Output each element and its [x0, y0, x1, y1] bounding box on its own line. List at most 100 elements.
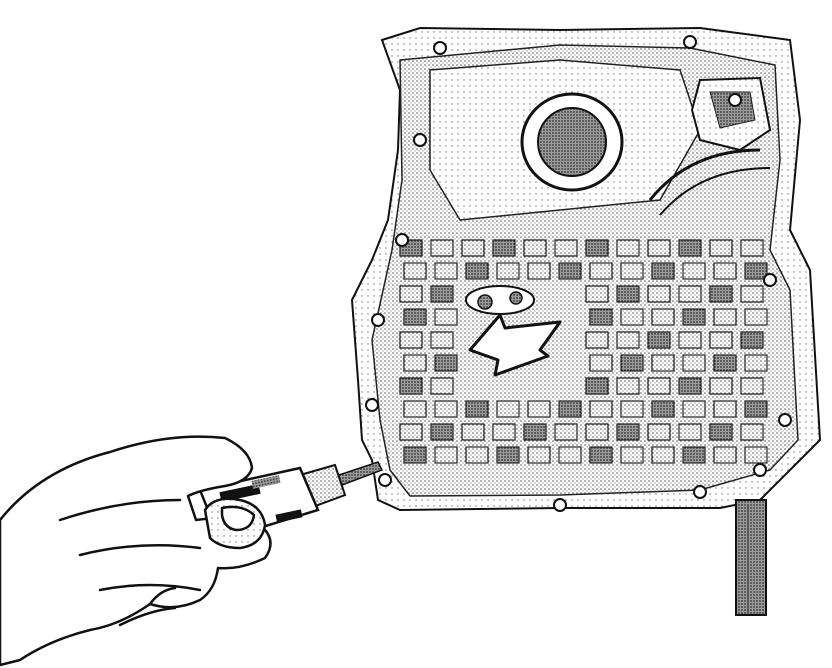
- grid-cell: [713, 446, 737, 464]
- grid-cell: [434, 354, 458, 372]
- grid-cell: [430, 239, 454, 257]
- bolt-hole: [728, 93, 742, 107]
- grid-cell: [620, 446, 644, 464]
- grid-cell: [558, 446, 582, 464]
- grid-cell: [713, 262, 737, 280]
- direction-arrow-icon: [468, 313, 562, 377]
- grid-cell: [399, 423, 423, 441]
- bolt-hole: [395, 233, 409, 247]
- grid-cell: [651, 354, 675, 372]
- grid-cell: [709, 239, 733, 257]
- engine-block-housing-icon: [350, 26, 822, 512]
- grid-cell: [616, 423, 640, 441]
- grid-cell: [527, 446, 551, 464]
- grid-cell: [678, 423, 702, 441]
- grid-cell: [647, 331, 671, 349]
- grid-cell: [461, 239, 485, 257]
- grid-cell: [496, 446, 520, 464]
- grid-cell: [744, 262, 768, 280]
- grid-cell: [465, 400, 489, 418]
- grid-cell: [434, 308, 458, 326]
- bolt-hole: [693, 485, 707, 499]
- grid-cell: [682, 308, 706, 326]
- grid-cell: [647, 285, 671, 303]
- grid-cell: [403, 262, 427, 280]
- support-rod-icon: [735, 499, 767, 616]
- grid-cell: [523, 239, 547, 257]
- grid-cell: [678, 331, 702, 349]
- bolt-hole: [365, 398, 379, 412]
- grid-cell: [585, 423, 609, 441]
- grid-cell: [709, 331, 733, 349]
- grid-cell: [682, 446, 706, 464]
- grid-cell: [678, 285, 702, 303]
- bolt-hole: [753, 463, 767, 477]
- grid-cell: [589, 262, 613, 280]
- grid-cell: [713, 354, 737, 372]
- grid-cell: [585, 239, 609, 257]
- bolt-hole: [433, 41, 447, 55]
- grid-cell: [496, 400, 520, 418]
- grid-cell: [744, 446, 768, 464]
- grid-cell: [678, 377, 702, 395]
- grid-cell: [403, 400, 427, 418]
- grid-cell: [682, 262, 706, 280]
- bolt-hole: [683, 35, 697, 49]
- grid-cell: [616, 285, 640, 303]
- bolt-hole: [553, 498, 567, 512]
- grid-cell: [403, 354, 427, 372]
- grid-cell: [589, 446, 613, 464]
- grid-cell: [492, 423, 516, 441]
- grid-cell: [620, 354, 644, 372]
- grid-cell: [651, 262, 675, 280]
- grid-cell: [647, 377, 671, 395]
- grid-cell: [647, 423, 671, 441]
- grid-cell: [651, 446, 675, 464]
- bolt-hole: [413, 133, 427, 147]
- grid-cell: [523, 423, 547, 441]
- grid-cell: [651, 308, 675, 326]
- grid-cell: [492, 239, 516, 257]
- grid-cell: [430, 331, 454, 349]
- grid-cell: [430, 285, 454, 303]
- grid-cell: [709, 423, 733, 441]
- grid-cell: [682, 400, 706, 418]
- grid-cell: [554, 239, 578, 257]
- grid-cell: [740, 239, 764, 257]
- grid-cell: [434, 400, 458, 418]
- grid-cell: [399, 377, 423, 395]
- grid-cell: [744, 308, 768, 326]
- grid-cell: [682, 354, 706, 372]
- hand-icon: [0, 435, 272, 667]
- grid-cell: [434, 262, 458, 280]
- grid-cell: [589, 354, 613, 372]
- grid-cell: [620, 308, 644, 326]
- grid-cell: [554, 423, 578, 441]
- grid-cell: [430, 377, 454, 395]
- bolt-holes: [365, 35, 792, 512]
- grid-cell: [589, 400, 613, 418]
- grid-cell: [558, 262, 582, 280]
- grid-cell: [651, 400, 675, 418]
- grid-cell: [740, 331, 764, 349]
- bolt-hole: [371, 313, 385, 327]
- grid-cell: [713, 400, 737, 418]
- grid-cell: [709, 377, 733, 395]
- cell-grid: [399, 239, 768, 464]
- grid-cell: [558, 400, 582, 418]
- port-boss: [465, 285, 535, 315]
- grid-cell: [434, 446, 458, 464]
- grid-cell: [585, 377, 609, 395]
- grid-cell: [399, 285, 423, 303]
- grid-cell: [744, 354, 768, 372]
- bolt-hole: [778, 413, 792, 427]
- bolt-hole: [378, 473, 392, 487]
- grid-cell: [465, 262, 489, 280]
- grid-cell: [403, 308, 427, 326]
- grid-cell: [399, 331, 423, 349]
- grid-cell: [740, 423, 764, 441]
- grid-cell: [403, 446, 427, 464]
- grid-cell: [461, 423, 485, 441]
- grid-cell: [585, 285, 609, 303]
